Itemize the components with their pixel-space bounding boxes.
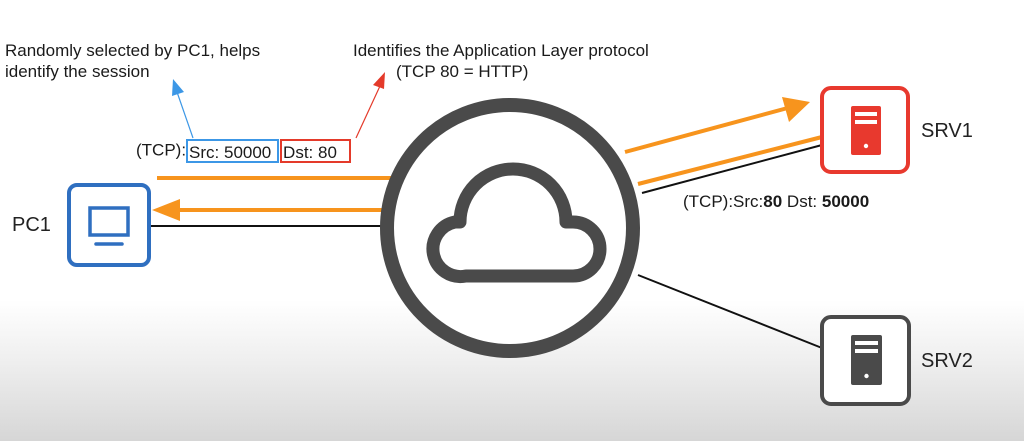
link-internet-srv2 [637,274,823,349]
srv1-node[interactable] [820,86,910,174]
request-arrowhead-icon [782,97,810,122]
dst-annotation-line2: (TCP 80 = HTTP) [396,62,529,81]
server-icon [851,106,881,155]
response-header-prefix: (TCP):Src: [683,192,764,211]
src-annotation-arrow [176,91,194,139]
src-annotation-line1: Randomly selected by PC1, helps [5,41,261,60]
internet-node[interactable] [380,98,640,358]
dst-annotation-arrowhead-icon [373,72,385,89]
internet-circle [380,98,640,358]
monitor-icon [88,206,130,246]
request-src-port: Src: 50000 [186,139,280,163]
response-dst-label: Dst: [782,192,822,211]
srv2-label: SRV2 [921,350,973,372]
src-annotation-line2: identify the session [5,62,150,81]
response-traffic-line-right [637,135,823,186]
response-arrowhead-icon [152,199,180,221]
request-traffic-arrow-right [624,104,796,154]
link-internet-srv1 [641,144,823,194]
request-dst-port: Dst: 80 [280,139,352,163]
dst-annotation-arrow [355,85,381,139]
srv1-label: SRV1 [921,120,973,142]
dst-annotation: Identifies the Application Layer protoco… [353,40,649,82]
dst-annotation-line1: Identifies the Application Layer protoco… [353,41,649,60]
request-header-prefix: (TCP): [136,140,187,160]
pc1-node[interactable] [67,183,151,267]
srv2-node[interactable] [820,315,911,406]
pc1-label: PC1 [12,214,51,236]
response-dst-port: 50000 [821,192,870,211]
src-annotation-arrowhead-icon [172,79,184,96]
cloud-icon [426,162,607,284]
src-annotation: Randomly selected by PC1, helps identify… [5,40,260,82]
response-src-port: 80 [763,192,783,211]
response-tcp-header: (TCP):Src:80 Dst: 50000 [683,191,869,212]
server-icon [851,335,882,385]
